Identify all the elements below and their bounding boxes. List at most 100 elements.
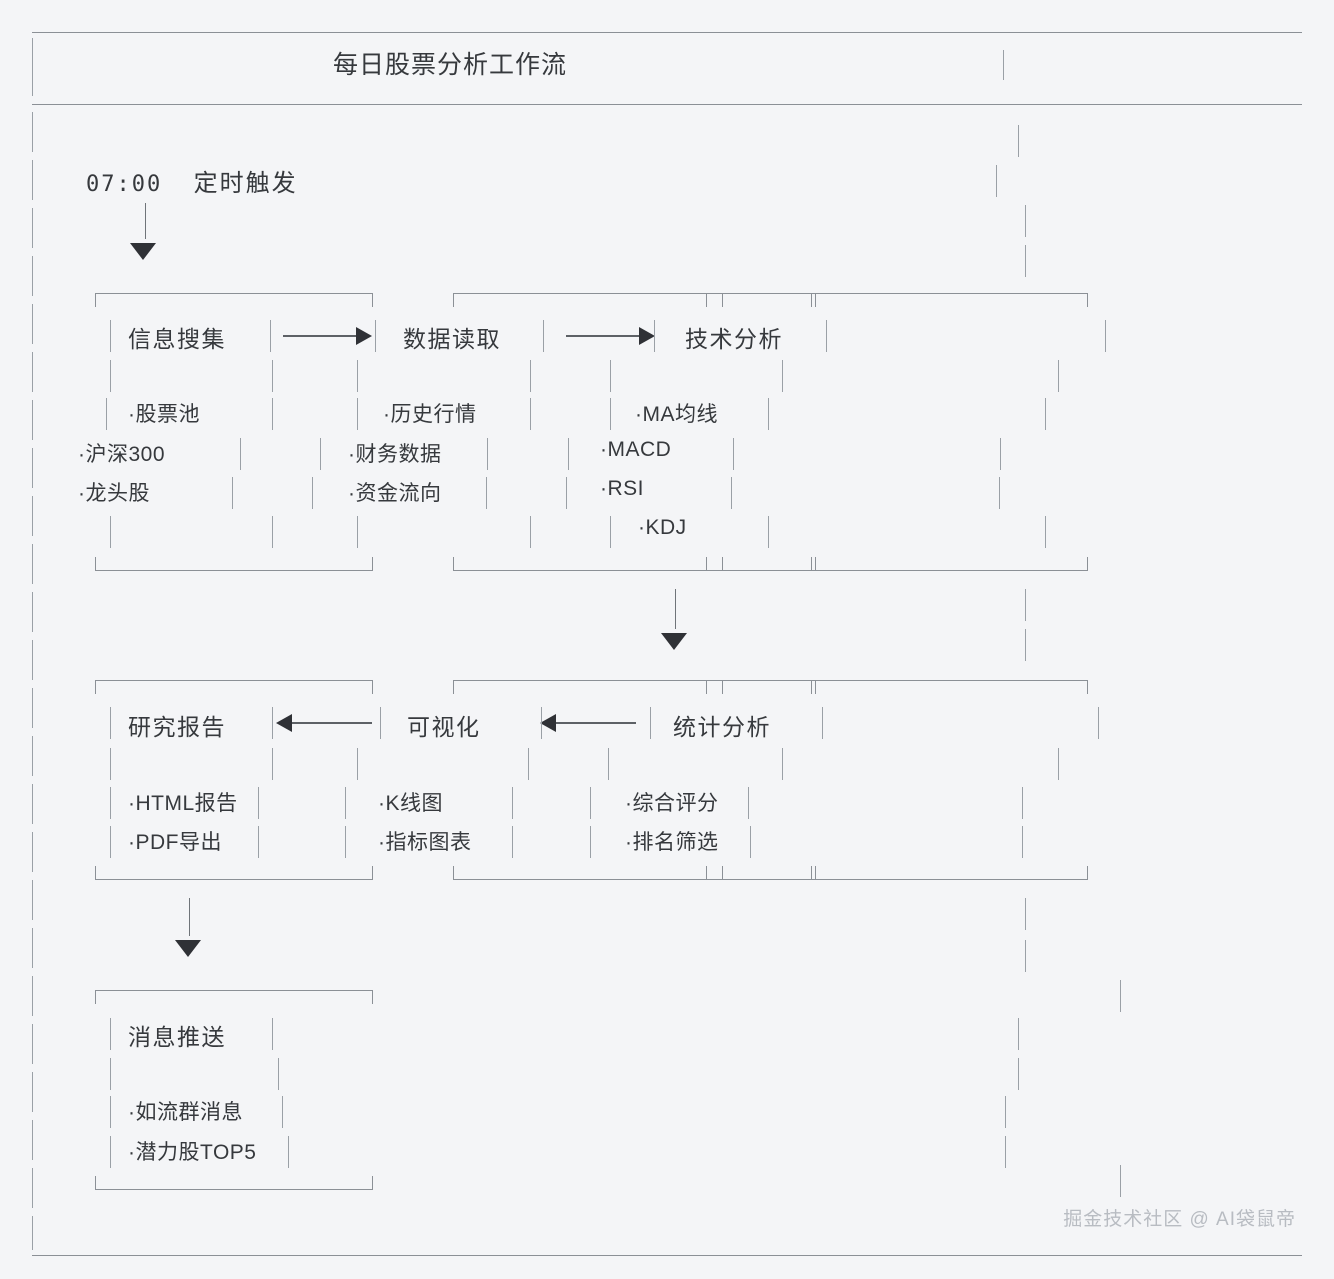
ascii-pipe: [530, 360, 531, 392]
box-corner-br: [815, 866, 816, 880]
ascii-pipe: [543, 320, 544, 352]
ascii-pipe: [1025, 629, 1026, 661]
ascii-pipe: [1025, 898, 1026, 930]
frame-left-edge-segment: [32, 1072, 33, 1112]
ascii-pipe: [312, 477, 313, 509]
node-title-stat-analysis: 统计分析: [673, 714, 771, 740]
box-bottom-border: [811, 879, 1088, 880]
box-corner-tr: [372, 990, 373, 1004]
frame-left-edge-segment: [32, 112, 33, 152]
box-corner-br: [815, 557, 816, 571]
ascii-pipe: [258, 787, 259, 819]
node-item-message-push-0: ·如流群消息: [128, 1101, 243, 1124]
node-item-data-read-1: ·财务数据: [348, 443, 442, 466]
ascii-pipe: [768, 516, 769, 548]
node-title-message-push: 消息推送: [128, 1024, 226, 1050]
ascii-pipe: [240, 438, 241, 470]
box-corner-tr: [815, 680, 816, 694]
ascii-pipe: [541, 707, 542, 739]
ascii-pipe: [1120, 980, 1121, 1012]
node-empty-right-1: [811, 293, 1088, 571]
node-info-collect[interactable]: [95, 293, 373, 571]
frame-left-edge-segment: [32, 400, 33, 440]
frame-left-edge-segment: [32, 832, 33, 872]
ascii-pipe: [1003, 50, 1004, 80]
ascii-pipe: [782, 360, 783, 392]
frame-left-edge-segment: [32, 688, 33, 728]
node-item-stat-analysis-0: ·综合评分: [625, 792, 719, 815]
box-top-border: [453, 293, 723, 294]
node-item-tech-analysis-1: ·MACD: [600, 438, 672, 461]
frame-left-edge-segment: [32, 448, 33, 488]
ascii-pipe: [375, 320, 376, 352]
ascii-pipe: [1018, 125, 1019, 157]
frame-left-edge-segment: [32, 544, 33, 584]
frame-left-edge-segment: [32, 592, 33, 632]
frame-left-edge-segment: [32, 640, 33, 680]
frame-title-separator: [32, 104, 1302, 105]
frame-left-edge-segment: [32, 160, 33, 200]
node-message-push[interactable]: [95, 990, 373, 1190]
trigger-label: 定时触发: [193, 170, 298, 197]
node-item-stat-analysis-1: ·排名筛选: [625, 831, 719, 854]
box-corner-br: [372, 557, 373, 571]
box-corner-bl: [706, 557, 707, 571]
box-corner-bl: [95, 557, 96, 571]
box-corner-tl: [453, 293, 454, 307]
ascii-pipe: [357, 398, 358, 430]
ascii-pipe: [996, 165, 997, 197]
ascii-pipe: [320, 438, 321, 470]
ascii-pipe: [768, 398, 769, 430]
ascii-pipe: [232, 477, 233, 509]
ascii-pipe: [1000, 438, 1001, 470]
node-title-tech-analysis: 技术分析: [685, 326, 783, 352]
node-research-report[interactable]: [95, 680, 373, 880]
ascii-pipe: [731, 477, 732, 509]
frame-top-line: [32, 32, 1302, 33]
ascii-pipe: [272, 360, 273, 392]
box-corner-bl: [706, 866, 707, 880]
watermark: 掘金技术社区 @ AI袋鼠帝: [1063, 1209, 1296, 1230]
ascii-pipe: [1025, 245, 1026, 277]
arrow-left-1-icon: [276, 714, 292, 732]
box-bottom-border: [95, 570, 373, 571]
ascii-pipe: [110, 1058, 111, 1090]
box-corner-tr: [722, 293, 723, 307]
ascii-pipe: [1018, 1058, 1019, 1090]
box-bottom-border: [453, 879, 723, 880]
node-item-message-push-1: ·潜力股TOP5: [128, 1141, 257, 1164]
node-stat-analysis[interactable]: [706, 680, 816, 880]
box-corner-tl: [95, 680, 96, 694]
ascii-pipe: [566, 477, 567, 509]
frame-bottom-line: [32, 1255, 1302, 1256]
node-item-info-collect-1: ·沪深300: [78, 443, 166, 466]
arrow-1-line: [283, 335, 358, 337]
box-corner-bl: [95, 866, 96, 880]
ascii-pipe: [608, 748, 609, 780]
node-tech-analysis[interactable]: [706, 293, 816, 571]
frame-left-edge-segment: [32, 256, 33, 296]
ascii-pipe: [1045, 516, 1046, 548]
arrow-down-mid-icon: [661, 633, 687, 650]
box-corner-tr: [1087, 293, 1088, 307]
ascii-pipe: [487, 438, 488, 470]
ascii-pipe: [345, 787, 346, 819]
box-bottom-border: [706, 570, 816, 571]
trigger-row: 07:00 定时触发: [86, 163, 298, 198]
ascii-pipe: [528, 748, 529, 780]
box-corner-br: [372, 1176, 373, 1190]
box-bottom-border: [811, 570, 1088, 571]
ascii-pipe: [610, 516, 611, 548]
ascii-pipe: [999, 477, 1000, 509]
node-title-visualization: 可视化: [407, 714, 481, 740]
box-corner-tr: [815, 293, 816, 307]
ascii-pipe: [106, 398, 107, 430]
ascii-pipe: [110, 320, 111, 352]
node-title-info-collect: 信息搜集: [128, 326, 226, 352]
node-data-read[interactable]: [453, 293, 723, 571]
ascii-pipe: [1022, 826, 1023, 858]
arrow-right-2-icon: [639, 327, 655, 345]
box-corner-bl: [811, 866, 812, 880]
node-visualization[interactable]: [453, 680, 723, 880]
box-corner-bl: [453, 557, 454, 571]
